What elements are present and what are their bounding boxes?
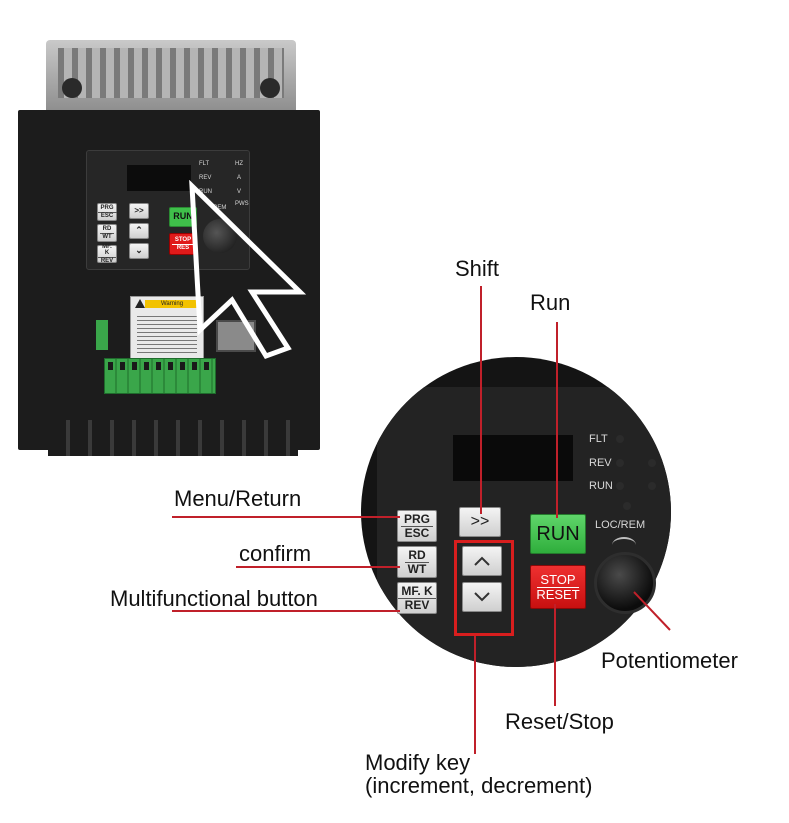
callout-line-reset-stop [554,604,556,706]
label-reset-stop: Reset/Stop [505,709,614,734]
thumb-run-key: RUN [169,207,197,227]
warning-label: Warning [130,296,204,360]
mount-hole-right [260,78,280,98]
heatsink-bottom-fins [48,420,298,456]
label-shift: Shift [455,256,500,281]
chevron-down-icon [474,592,490,602]
led-right-3 [623,502,631,510]
thumb-led-hz-label: HZ [235,161,243,167]
thumb-led-a-label: A [237,175,242,181]
thumb-led-flt-label: FLT [199,161,210,167]
warning-triangle-icon [135,299,145,308]
led-run-label: RUN [589,480,613,492]
led-right-2 [648,482,656,490]
callout-line-multifunctional [172,610,400,612]
label-modify-key-detail: (increment, decrement) [365,773,593,798]
thumb-led-rev-label: REV [199,175,212,181]
label-menu-return: Menu/Return [174,486,302,511]
magnified-display [453,435,573,481]
thumb-led-rem-label: REM [213,205,227,211]
warning-text-lines [137,313,197,353]
warning-title: Warning [145,300,199,308]
terminal-screws [108,362,212,370]
thumb-led-pws-label: PWS [235,201,249,207]
led-rev [616,459,624,467]
thumb-down-key: ⌄ [129,243,149,259]
led-locrem-label: LOC/REM [595,519,646,531]
label-multifunctional: Multifunctional button [110,586,318,611]
decrement-button[interactable] [462,582,502,612]
label-potentiometer: Potentiometer [601,648,738,673]
led-rev-label: REV [589,457,612,469]
label-confirm: confirm [239,541,312,566]
led-right-1 [648,459,656,467]
thumb-up-key: ⌃ [129,223,149,239]
modify-key-highlight-box [454,540,514,636]
callout-line-menu-return [172,516,400,518]
increment-button[interactable] [462,546,502,576]
callout-line-potentiometer [633,591,671,631]
mount-hole-left [62,78,82,98]
callout-line-modify-key [474,636,476,754]
label-modify-key: Modify key [365,750,471,775]
run-button[interactable]: RUN [530,514,586,554]
thumb-led-run-label: RUN [199,189,212,195]
thumb-led-v-label: V [237,189,242,195]
label-run: Run [530,290,571,315]
thumb-shift-key: >> [129,203,149,219]
callout-line-run [556,322,558,518]
heatsink-fins [58,48,284,98]
led-run [616,482,624,490]
potentiometer-ring [612,537,636,553]
callout-line-confirm [236,566,400,568]
chevron-up-icon [474,556,490,566]
thumb-display [127,165,191,191]
cursor-arrow-icon [189,180,307,360]
led-flt-label: FLT [589,433,608,445]
shift-button[interactable]: >> [459,507,501,537]
control-terminal-small [96,320,108,350]
led-flt [616,435,624,443]
callout-line-shift [480,286,482,514]
